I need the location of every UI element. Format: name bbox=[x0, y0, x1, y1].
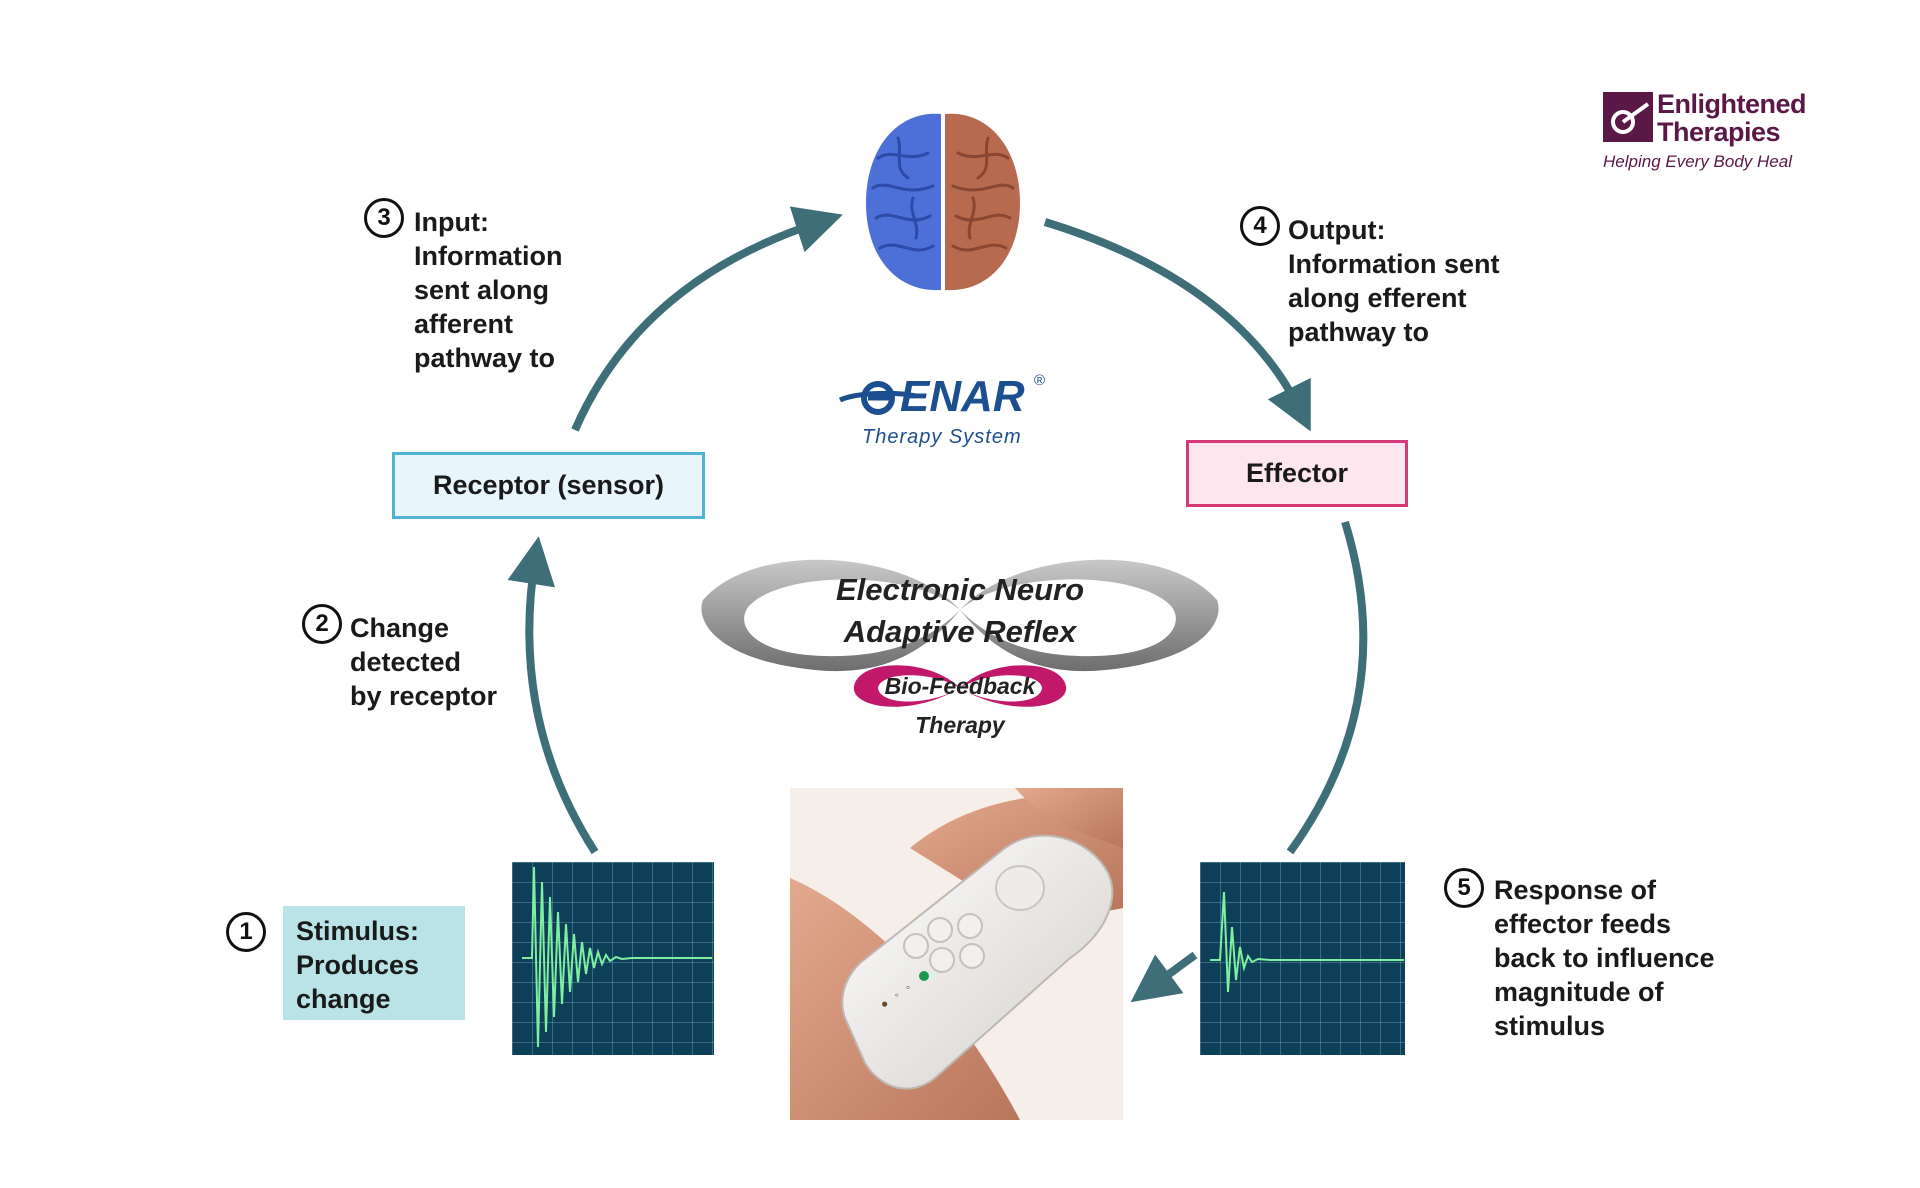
device-illustration bbox=[790, 788, 1123, 1120]
enar-subtitle: Therapy System bbox=[862, 426, 1022, 448]
stimulus-box: Stimulus: Produces change bbox=[283, 906, 465, 1020]
brand-mark-icon bbox=[1603, 92, 1653, 142]
arrow-effector-down bbox=[1286, 520, 1368, 855]
step-2-text: Change detected by receptor bbox=[350, 611, 497, 713]
effector-box: Effector bbox=[1186, 440, 1408, 507]
badge-sublabel: Therapy bbox=[915, 712, 1005, 738]
brain-image bbox=[866, 113, 1020, 291]
waveform-left-icon bbox=[522, 866, 712, 1048]
waveform-right-icon bbox=[1210, 891, 1404, 993]
badge-label: Bio-Feedback bbox=[884, 673, 1036, 699]
enar-swoosh-icon bbox=[838, 381, 917, 415]
step-5-number: 5 bbox=[1444, 868, 1484, 908]
step-2-line: by receptor bbox=[350, 681, 498, 711]
step-4-line: pathway to bbox=[1288, 317, 1430, 347]
step-3-number: 3 bbox=[364, 198, 404, 238]
step-5-line: Response of bbox=[1494, 875, 1657, 905]
step-1-number: 1 bbox=[226, 912, 266, 952]
arrow-output bbox=[1043, 218, 1311, 432]
step-3-line: Information bbox=[414, 241, 563, 271]
step-5-line: effector feeds bbox=[1494, 909, 1672, 939]
step-5-text: Response of effector feeds back to influ… bbox=[1494, 873, 1715, 1043]
arrow-change bbox=[507, 536, 599, 855]
brand-tagline: Helping Every Body Heal bbox=[1603, 152, 1792, 171]
enar-name: ENAR bbox=[900, 372, 1025, 421]
device-photo: ● ◦ ◦ bbox=[790, 788, 1123, 1120]
effector-label: Effector bbox=[1245, 458, 1348, 488]
step-5-line: stimulus bbox=[1494, 1011, 1606, 1041]
center-logo-line2: Adaptive Reflex bbox=[843, 614, 1077, 649]
arrow-input bbox=[571, 206, 843, 432]
step-2-number: 2 bbox=[302, 604, 342, 644]
infinity-swirl-icon bbox=[701, 559, 1219, 672]
step-1-line: Stimulus: bbox=[296, 916, 420, 946]
step-4-number: 4 bbox=[1240, 206, 1280, 246]
enar-registered: ® bbox=[1034, 372, 1046, 389]
center-logo-line1: Electronic Neuro bbox=[835, 572, 1085, 607]
brand-line1: Enlightened bbox=[1657, 89, 1807, 119]
step-3-line: sent along bbox=[414, 275, 550, 305]
step-3-line: pathway to bbox=[414, 343, 556, 373]
receptor-box: Receptor (sensor) bbox=[392, 452, 705, 519]
step-2-line: Change bbox=[350, 613, 450, 643]
step-1-line: change bbox=[296, 984, 391, 1014]
step-3-line: afferent bbox=[414, 309, 514, 339]
step-4-line: along efferent bbox=[1288, 283, 1467, 313]
step-3-text: Input: Information sent along afferent p… bbox=[414, 205, 563, 375]
receptor-label: Receptor (sensor) bbox=[432, 470, 665, 500]
step-4-line: Information sent bbox=[1288, 249, 1500, 279]
brand-logo: Enlightened Therapies Helping Every Body… bbox=[1603, 90, 1823, 180]
brand-line2: Therapies bbox=[1657, 117, 1781, 147]
enar-logo: ENAR ® Therapy System bbox=[838, 372, 1068, 452]
center-logo: Electronic Neuro Adaptive Reflex Bio-Fee… bbox=[695, 540, 1225, 750]
step-2-line: detected bbox=[350, 647, 462, 677]
step-4-line: Output: bbox=[1288, 215, 1386, 245]
step-5-line: back to influence bbox=[1494, 943, 1715, 973]
step-4-text: Output: Information sent along efferent … bbox=[1288, 213, 1500, 349]
oscilloscope-right bbox=[1200, 862, 1405, 1055]
oscilloscope-left bbox=[512, 862, 714, 1055]
step-1-line: Produces bbox=[296, 950, 420, 980]
biofeedback-swirl-icon bbox=[853, 665, 1067, 707]
arrow-feedback bbox=[1130, 951, 1198, 1003]
step-5-line: magnitude of bbox=[1494, 977, 1664, 1007]
step-3-line: Input: bbox=[414, 207, 489, 237]
